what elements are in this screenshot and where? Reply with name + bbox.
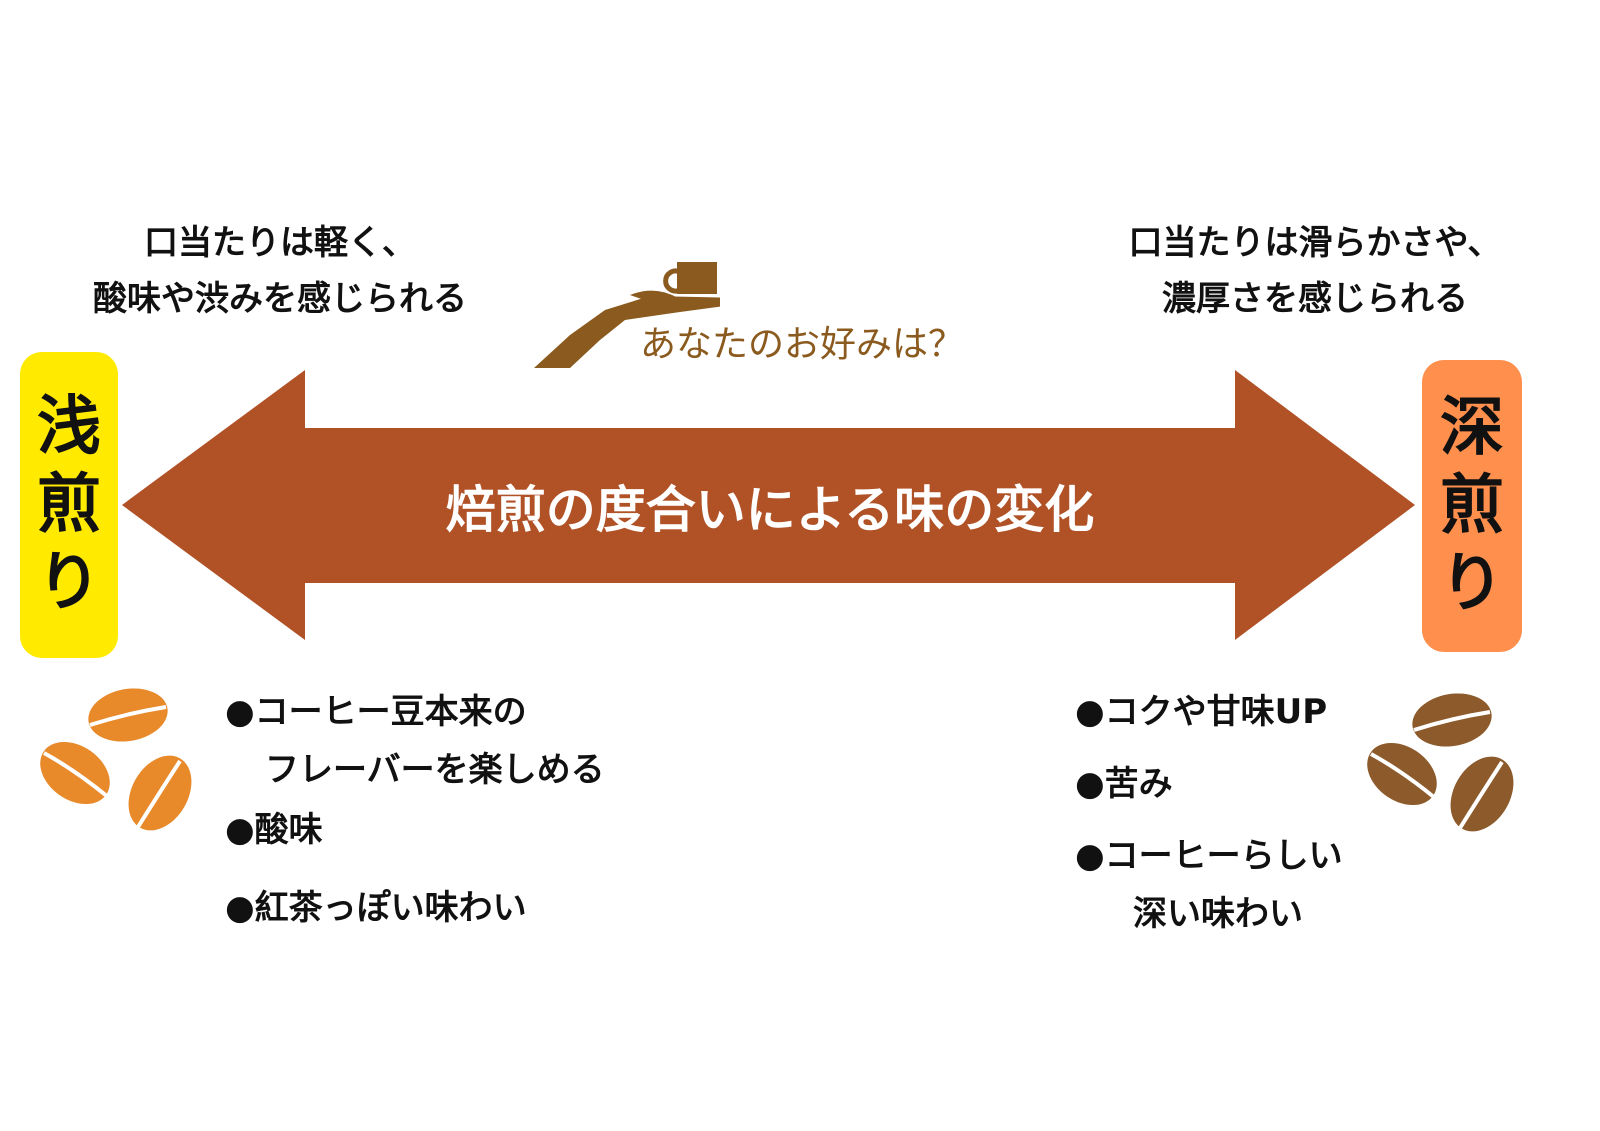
label-char: 煎	[1440, 469, 1504, 543]
description-line: 口当たりは軽く、	[144, 223, 416, 263]
label-char: 浅	[37, 390, 101, 464]
feature-line: 深い味わい	[1133, 894, 1303, 934]
light-roast-description: 口当たりは軽く、 酸味や渋みを感じられる	[40, 215, 520, 327]
label-char: 煎	[37, 468, 101, 542]
dark-roast-label: 深 煎 り	[1422, 360, 1522, 652]
description-line: 濃厚さを感じられる	[1162, 279, 1468, 319]
light-roast-label: 浅 煎 り	[20, 352, 118, 658]
hand-coffee-cup-icon	[534, 262, 720, 368]
feature-line: ●コーヒー豆本来の	[225, 692, 527, 732]
feature-line: ●コーヒーらしい	[1075, 836, 1343, 876]
dark-coffee-beans-icon	[1367, 693, 1514, 832]
feature-item: ●コーヒー豆本来の フレーバーを楽しめる	[225, 692, 605, 790]
question-text: あなたのお好みは？	[640, 324, 965, 365]
arrow-label: 焙煎の度合いによる味の変化	[445, 481, 1095, 539]
description-line: 酸味や渋みを感じられる	[93, 279, 467, 319]
dark-roast-description: 口当たりは滑らかさや、 濃厚さを感じられる	[1080, 215, 1550, 327]
label-char: 深	[1440, 391, 1504, 465]
description-line: 口当たりは滑らかさや、	[1128, 223, 1502, 263]
label-char: り	[1440, 547, 1504, 621]
label-char: り	[37, 546, 101, 620]
feature-item: ●紅茶っぽい味わい	[225, 888, 527, 928]
dark-roast-features: ●コクや甘味UP ●苦み ●コーヒーらしい 深い味わい	[1075, 692, 1343, 952]
feature-item: ●コーヒーらしい 深い味わい	[1075, 836, 1343, 934]
light-roast-features: ●コーヒー豆本来の フレーバーを楽しめる ●酸味 ●紅茶っぽい味わい	[225, 692, 605, 946]
feature-item: ●酸味	[225, 810, 323, 850]
feature-item: ●苦み	[1075, 764, 1173, 804]
light-coffee-beans-icon	[40, 688, 192, 831]
feature-line: フレーバーを楽しめる	[265, 750, 605, 790]
feature-item: ●コクや甘味UP	[1075, 692, 1328, 732]
